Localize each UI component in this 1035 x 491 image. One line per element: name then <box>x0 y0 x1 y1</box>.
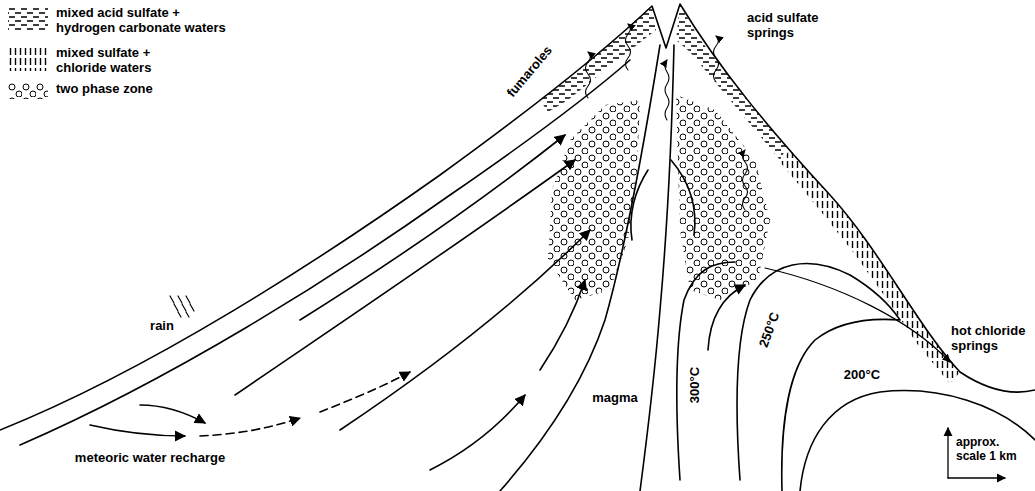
vapour-arrow <box>586 52 591 98</box>
magma-wall <box>640 45 674 491</box>
flow-line <box>340 230 590 430</box>
spring-label: acid sulfate springs <box>745 11 839 41</box>
volcano-surface <box>0 4 1035 430</box>
scale-arrow <box>948 477 1005 478</box>
legend-text: two phase zone <box>56 82 153 97</box>
isotherm-label: 250°C <box>756 309 784 352</box>
recharge-arrow <box>320 372 410 412</box>
legend-text: mixed acid sulfate + hydrogen carbonate … <box>56 6 234 36</box>
magma-wall <box>500 45 660 491</box>
rain-label: rain <box>148 319 176 334</box>
isotherm-label: 200°C <box>842 368 882 383</box>
vapour-arrow <box>743 150 748 210</box>
legend-sample <box>8 83 48 99</box>
recharge-label: meteoric water recharge <box>73 451 227 466</box>
vapour-arrow <box>714 36 719 82</box>
legend-sample <box>8 47 48 71</box>
recharge-arrow <box>90 425 185 436</box>
legend-sample-fill <box>8 7 48 31</box>
legend-sample-fill <box>8 47 48 71</box>
magma-label: magma <box>590 391 640 406</box>
isotherm <box>737 264 900 491</box>
legend-sample-fill <box>8 83 48 99</box>
vapour-arrow <box>626 24 631 70</box>
acid-sulfate-band <box>540 6 656 112</box>
legend-item: mixed acid sulfate + hydrogen carbonate … <box>8 6 234 36</box>
spring-label: hot chloride springs <box>949 324 1031 354</box>
isotherm <box>677 262 735 480</box>
outflow-arrow <box>765 268 950 362</box>
flow-line <box>300 135 565 320</box>
fumarole-label: fumaroles <box>503 42 557 102</box>
recharge-arrow <box>140 405 205 423</box>
legend-sample <box>8 7 48 31</box>
rain-symbol <box>170 296 194 317</box>
scale-label: approx. scale 1 km <box>954 436 1030 464</box>
legend-item: mixed sulfate + chloride waters <box>8 46 176 76</box>
isotherm <box>800 391 1035 491</box>
two-phase-zone <box>676 95 770 300</box>
recharge-arrow <box>200 418 300 436</box>
recharge-layer <box>20 60 630 445</box>
scale-arrow <box>947 428 948 478</box>
isotherm-label: 300°C <box>688 365 703 405</box>
legend-text: mixed sulfate + chloride waters <box>56 46 176 76</box>
flow-line <box>235 160 575 395</box>
legend-item: two phase zone <box>8 82 153 99</box>
recharge-arrow <box>540 280 585 370</box>
convection-arrow <box>708 285 745 350</box>
recharge-arrow <box>430 395 525 470</box>
dike <box>671 160 695 235</box>
two-phase-zone <box>548 100 640 300</box>
dike <box>631 170 648 240</box>
vapour-arrow <box>665 60 669 120</box>
